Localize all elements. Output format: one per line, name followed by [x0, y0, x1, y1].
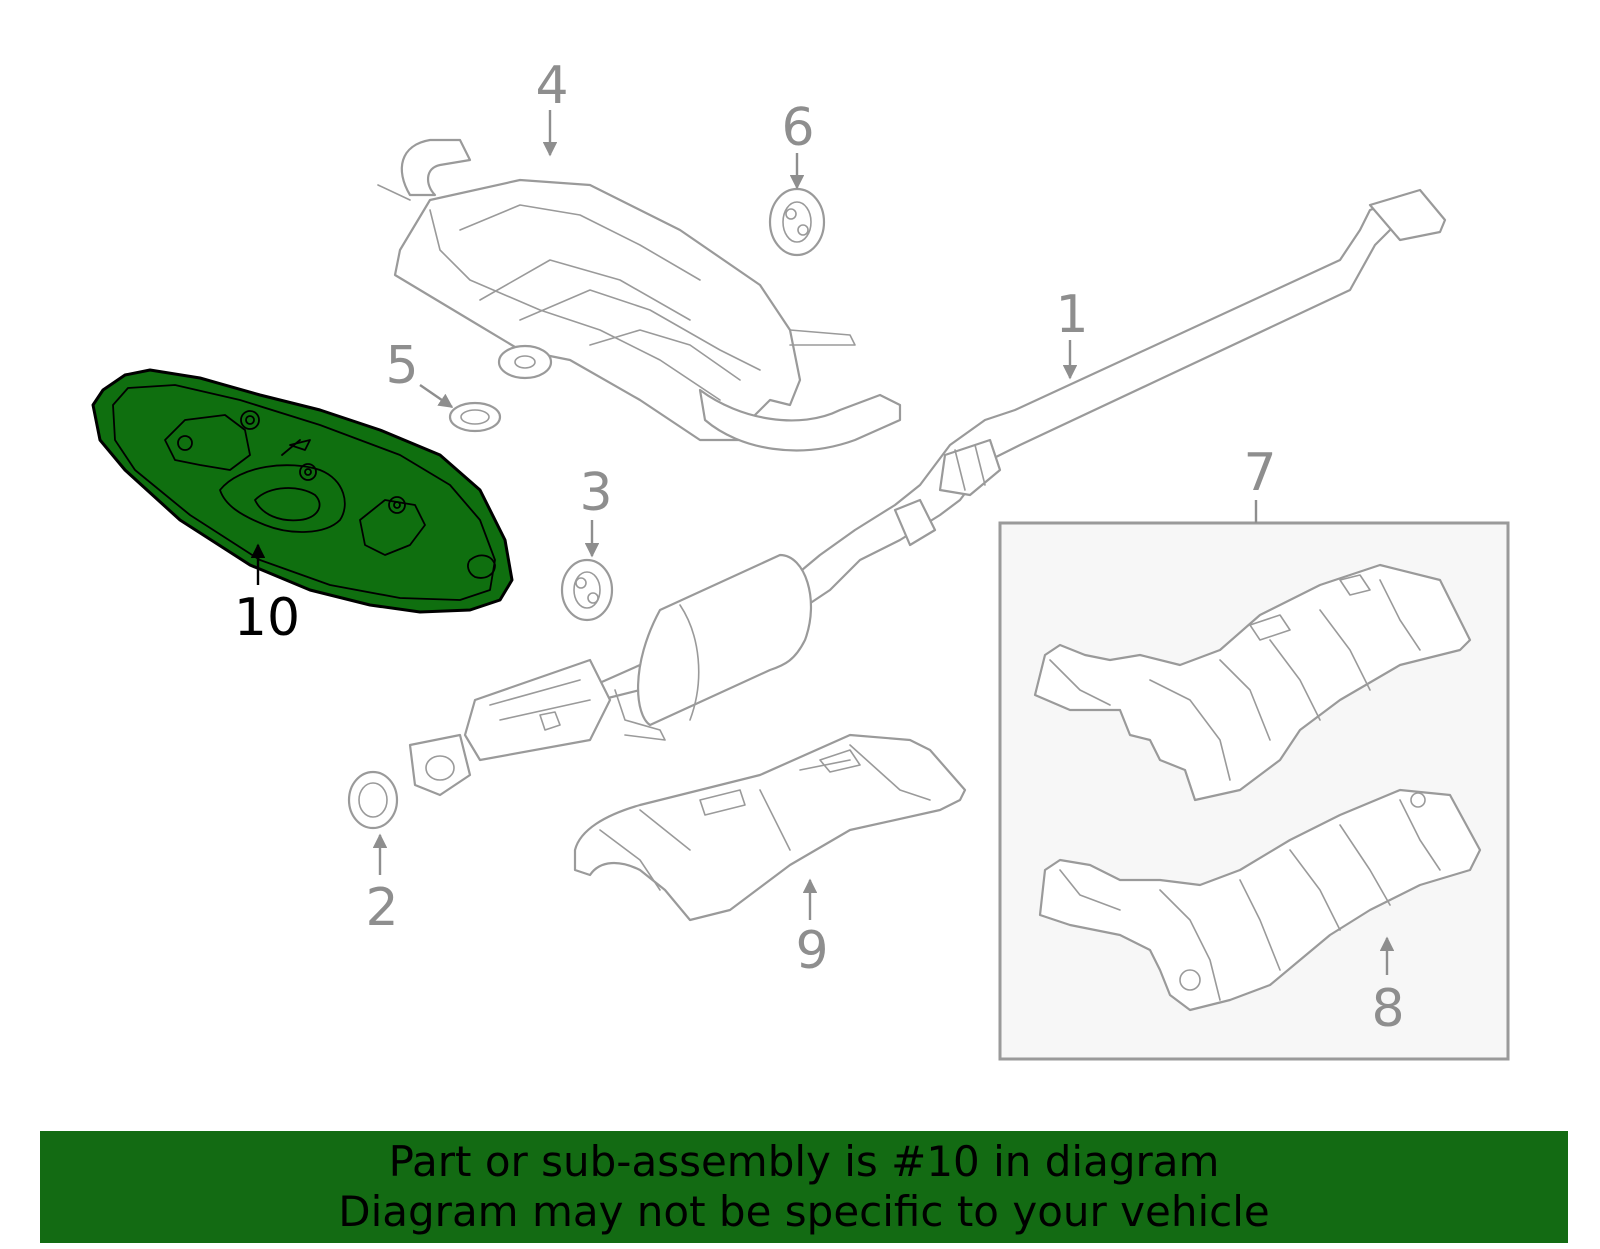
part-heat-shield-upper[interactable] — [1038, 788, 1482, 1012]
callout-7: 7 — [1243, 443, 1276, 503]
callout-3: 3 — [579, 463, 612, 523]
part-hanger-upper[interactable] — [768, 187, 826, 257]
part-hanger-lower[interactable] — [560, 558, 614, 622]
callout-1: 1 — [1055, 285, 1088, 345]
part-front-pipe[interactable] — [408, 188, 1447, 797]
part-heat-shield-highlighted[interactable] — [91, 368, 514, 614]
callout-6: 6 — [781, 98, 814, 158]
callout-2: 2 — [365, 878, 398, 938]
part-gasket-small[interactable] — [448, 401, 502, 433]
leader-5 — [419, 384, 454, 408]
banner-line-part-number: Part or sub-assembly is #10 in diagram — [388, 1137, 1220, 1186]
banner-line-disclaimer: Diagram may not be specific to your vehi… — [338, 1187, 1270, 1236]
part-heat-shield-lower[interactable] — [573, 733, 967, 922]
part-muffler[interactable] — [377, 138, 902, 452]
callout-10: 10 — [234, 588, 300, 648]
callout-8: 8 — [1371, 979, 1404, 1039]
part-heat-shield-upper-assembly[interactable] — [1033, 563, 1472, 802]
callout-4: 4 — [535, 56, 568, 116]
part-gasket-ring[interactable] — [347, 770, 399, 830]
callout-9: 9 — [795, 921, 828, 981]
info-banner: Part or sub-assembly is #10 in diagram D… — [40, 1131, 1568, 1243]
callout-5: 5 — [385, 336, 418, 396]
